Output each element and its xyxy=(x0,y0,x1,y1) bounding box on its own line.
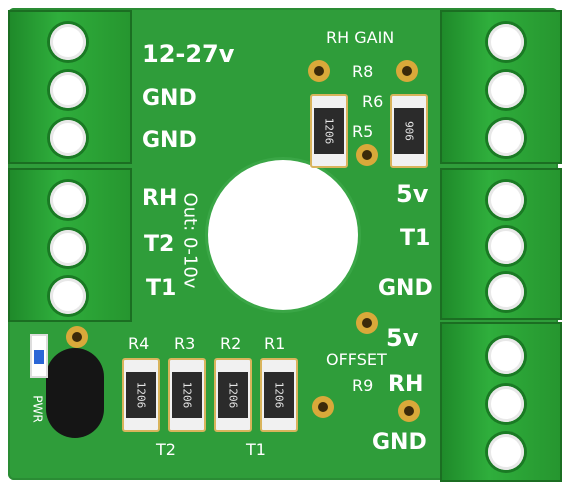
label-rh-gain: RH GAIN xyxy=(326,28,395,47)
terminal-pin xyxy=(50,120,86,156)
terminal-pin xyxy=(488,120,524,156)
terminal-pin xyxy=(50,182,86,218)
resistor-code: 1206 xyxy=(272,381,286,409)
label-out-range: Out: 0-10v xyxy=(179,192,201,289)
resistor-code: 1206 xyxy=(322,117,336,145)
resistor-body xyxy=(394,108,424,154)
label-gnd-right: GND xyxy=(378,276,433,301)
resistor-r2: 1206 xyxy=(214,358,252,432)
resistor-code: 1206 xyxy=(134,381,148,409)
solder-pad xyxy=(396,60,418,82)
label-r1: R1 xyxy=(264,334,286,353)
label-12-27v: 12-27v xyxy=(142,40,235,68)
power-led xyxy=(30,334,48,378)
terminal-block-right-bottom xyxy=(440,322,562,482)
terminal-pin xyxy=(50,278,86,314)
resistor-code: 906 xyxy=(402,121,416,141)
solder-pad xyxy=(66,326,88,348)
solder-pad xyxy=(356,144,378,166)
label-rh-right: RH xyxy=(388,372,424,397)
resistor-r1: 1206 xyxy=(260,358,298,432)
terminal-pin xyxy=(50,24,86,60)
label-t2-bottom: T2 xyxy=(156,440,176,459)
label-gnd-1: GND xyxy=(142,86,197,111)
resistor-body xyxy=(126,372,156,418)
terminal-pin xyxy=(488,24,524,60)
resistor-body xyxy=(172,372,202,418)
terminal-pin xyxy=(488,274,524,310)
label-5v-bottom: 5v xyxy=(386,324,419,352)
resistor-r6: 906 xyxy=(390,94,428,168)
label-5v-top: 5v xyxy=(396,180,429,208)
solder-pad xyxy=(312,396,334,418)
electrolytic-capacitor xyxy=(46,348,104,438)
terminal-pin xyxy=(488,72,524,108)
terminal-pin xyxy=(488,338,524,374)
label-r9: R9 xyxy=(352,376,374,395)
label-r3: R3 xyxy=(174,334,196,353)
resistor-body xyxy=(218,372,248,418)
terminal-block-right-middle xyxy=(440,168,562,320)
resistor-r4: 1206 xyxy=(122,358,160,432)
label-r8: R8 xyxy=(352,62,374,81)
label-r2: R2 xyxy=(220,334,242,353)
led-lens xyxy=(34,350,44,364)
resistor-r3: 1206 xyxy=(168,358,206,432)
resistor-code: 1206 xyxy=(180,381,194,409)
label-r4: R4 xyxy=(128,334,150,353)
terminal-block-left-middle xyxy=(8,168,132,322)
label-r6: R6 xyxy=(362,92,384,111)
solder-pad xyxy=(398,400,420,422)
label-gnd-bottom: GND xyxy=(372,430,427,455)
resistor-code: 1206 xyxy=(226,381,240,409)
label-rh-left: RH xyxy=(142,186,178,211)
label-pwr: PWR xyxy=(30,395,45,423)
solder-pad xyxy=(356,312,378,334)
terminal-pin xyxy=(488,434,524,470)
resistor-r5: 1206 xyxy=(310,94,348,168)
terminal-pin xyxy=(50,230,86,266)
label-gnd-2: GND xyxy=(142,128,197,153)
terminal-block-left-top xyxy=(8,10,132,164)
terminal-pin xyxy=(50,72,86,108)
resistor-body xyxy=(264,372,294,418)
solder-pad xyxy=(308,60,330,82)
label-t2-left: T2 xyxy=(144,232,175,257)
label-t1-right: T1 xyxy=(400,226,431,251)
terminal-block-right-top xyxy=(440,10,562,164)
terminal-pin xyxy=(488,386,524,422)
terminal-pin xyxy=(488,228,524,264)
mounting-hole xyxy=(208,160,358,310)
label-r5: R5 xyxy=(352,122,374,141)
label-t1-left: T1 xyxy=(146,276,177,301)
terminal-pin xyxy=(488,182,524,218)
resistor-body xyxy=(314,108,344,154)
label-t1-bottom: T1 xyxy=(246,440,266,459)
label-offset: OFFSET xyxy=(326,350,387,369)
